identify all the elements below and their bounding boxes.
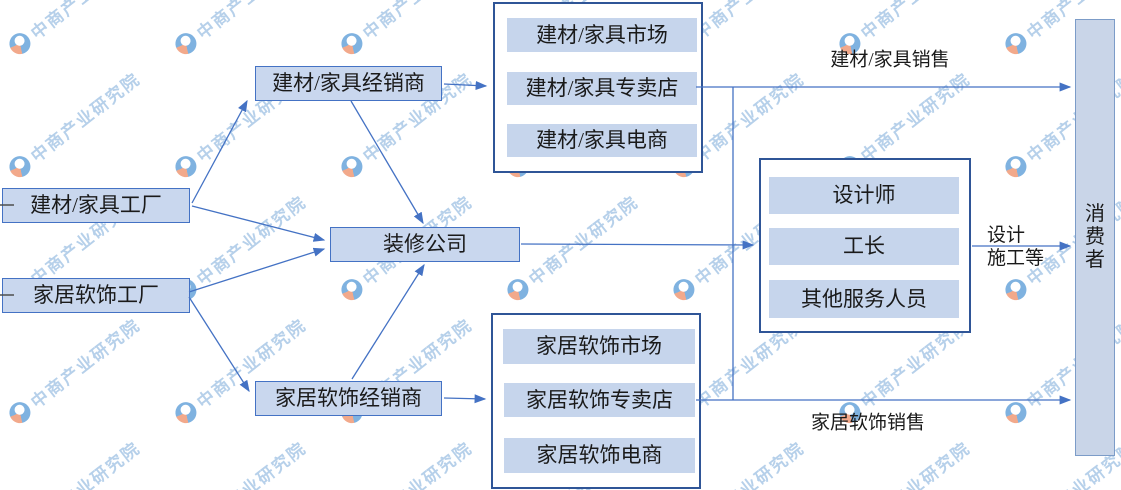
watermark-text: 中商产业研究院 (857, 438, 975, 490)
edge-dealer2-to-decoration (351, 263, 425, 380)
edge-factory2-to-dealer2 (188, 296, 250, 393)
watermark-text: 中商产业研究院 (356, 0, 477, 44)
watermark-logo-icon (337, 274, 367, 305)
watermark-logo-icon (5, 28, 35, 59)
node-home-soft-decor-dealer: 家居软饰经销商 (255, 381, 442, 416)
chip-label: 工长 (843, 234, 885, 258)
group-service-staff: 设计师 工长 其他服务人员 (759, 158, 971, 333)
watermark: 中商产业研究院 (834, 434, 975, 490)
node-label: 装修公司 (383, 232, 467, 256)
watermark-logo-icon (337, 28, 367, 59)
edge-factory1-to-decoration (191, 205, 326, 242)
watermark-logo-icon (1001, 28, 1031, 59)
node-label: 家居软饰经销商 (275, 386, 422, 410)
chip-building-specialty-store: 建材/家具专卖店 (507, 72, 697, 105)
label-soft-sales: 家居软饰销售 (810, 412, 926, 434)
watermark-text: 中商产业研究院 (691, 438, 809, 490)
chip-building-market: 建材/家具市场 (507, 18, 697, 52)
node-home-soft-decor-factory: 家居软饰工厂 (2, 278, 190, 313)
watermark-logo-icon (171, 397, 201, 428)
chip-label: 建材/家具专卖店 (525, 76, 679, 100)
chip-building-ecommerce: 建材/家具电商 (507, 124, 697, 157)
chip-foreman: 工长 (769, 228, 959, 265)
watermark-text: 中商产业研究院 (854, 0, 975, 44)
chip-label: 家居软饰电商 (536, 443, 663, 467)
label-design-line2: 施工等 (987, 248, 1045, 269)
watermark-text: 中商产业研究院 (688, 0, 809, 44)
watermark: 中商产业研究院 (4, 434, 145, 490)
label-design-construction: 设计 施工等 (987, 224, 1044, 270)
chip-label: 其他服务人员 (801, 286, 927, 311)
chip-soft-specialty-store: 家居软饰专卖店 (504, 383, 695, 417)
watermark: 中商产业研究院 (4, 311, 145, 429)
watermark-text: 中商产业研究院 (857, 69, 975, 167)
watermark: 中商产业研究院 (4, 0, 145, 60)
watermark-text: 中商产业研究院 (27, 315, 145, 413)
watermark: 中商产业研究院 (170, 434, 311, 490)
watermark-text: 中商产业研究院 (27, 438, 145, 490)
watermark-text: 中商产业研究院 (27, 69, 145, 167)
node-building-furniture-dealer: 建材/家具经销商 (255, 66, 442, 101)
watermark-logo-icon (503, 274, 533, 305)
chip-label: 建材/家具市场 (536, 22, 668, 47)
watermark-text: 中商产业研究院 (190, 0, 311, 44)
label-building-sales: 建材/家具销售 (830, 49, 950, 71)
watermark: 中商产业研究院 (336, 0, 477, 60)
watermark-text: 中商产业研究院 (193, 192, 311, 290)
watermark: 中商产业研究院 (502, 188, 643, 306)
group-building-channels: 建材/家具市场 建材/家具专卖店 建材/家具电商 (493, 2, 703, 173)
watermark-logo-icon (1001, 151, 1031, 182)
group-soft-decor-channels: 家居软饰市场 家居软饰专卖店 家居软饰电商 (491, 313, 701, 489)
node-label: 消费者 (1085, 203, 1105, 271)
watermark: 中商产业研究院 (4, 65, 145, 183)
edge-factory2-to-decoration (188, 247, 326, 293)
watermark: 中商产业研究院 (336, 434, 477, 490)
watermark-text: 中商产业研究院 (24, 0, 145, 44)
watermark: 中商产业研究院 (170, 188, 311, 306)
watermark-text: 中商产业研究院 (193, 438, 311, 490)
watermark-text: 中商产业研究院 (691, 69, 809, 167)
node-consumer: 消费者 (1075, 19, 1115, 456)
chip-other-service-staff: 其他服务人员 (769, 280, 959, 318)
watermark-logo-icon (669, 274, 699, 305)
chip-label: 建材/家具电商 (536, 128, 668, 152)
chip-soft-ecommerce: 家居软饰电商 (504, 438, 695, 473)
edge-dealer1-to-channels (443, 80, 488, 91)
chip-soft-market: 家居软饰市场 (503, 329, 695, 364)
label-design-line1: 设计 (987, 225, 1026, 246)
watermark-text: 中商产业研究院 (525, 192, 643, 290)
watermark-logo-icon (1001, 274, 1031, 305)
watermark-logo-icon (5, 397, 35, 428)
edge-dealer1-to-decoration (350, 100, 424, 225)
chip-label: 设计师 (832, 183, 896, 207)
node-label: 建材/家具工厂 (30, 193, 162, 217)
watermark-logo-icon (1001, 397, 1031, 428)
edge-decoration-to-staff (520, 240, 755, 250)
watermark-logo-icon (171, 151, 201, 182)
node-building-furniture-factory: 建材/家具工厂 (2, 188, 190, 223)
node-label: 家居软饰工厂 (33, 283, 159, 307)
edge-factory1-to-dealer1 (191, 99, 248, 204)
watermark: 中商产业研究院 (170, 0, 311, 60)
watermark-logo-icon (5, 151, 35, 182)
watermark-text: 中商产业研究院 (359, 438, 477, 490)
edge-dealer2-to-channels (443, 394, 487, 404)
watermark-logo-icon (337, 151, 367, 182)
chip-label: 家居软饰专卖店 (526, 387, 673, 412)
watermark-logo-icon (171, 28, 201, 59)
node-label: 建材/家具经销商 (272, 71, 425, 95)
chip-label: 家居软饰市场 (536, 334, 662, 358)
node-decoration-company: 装修公司 (330, 227, 520, 262)
chip-designer: 设计师 (769, 177, 959, 214)
